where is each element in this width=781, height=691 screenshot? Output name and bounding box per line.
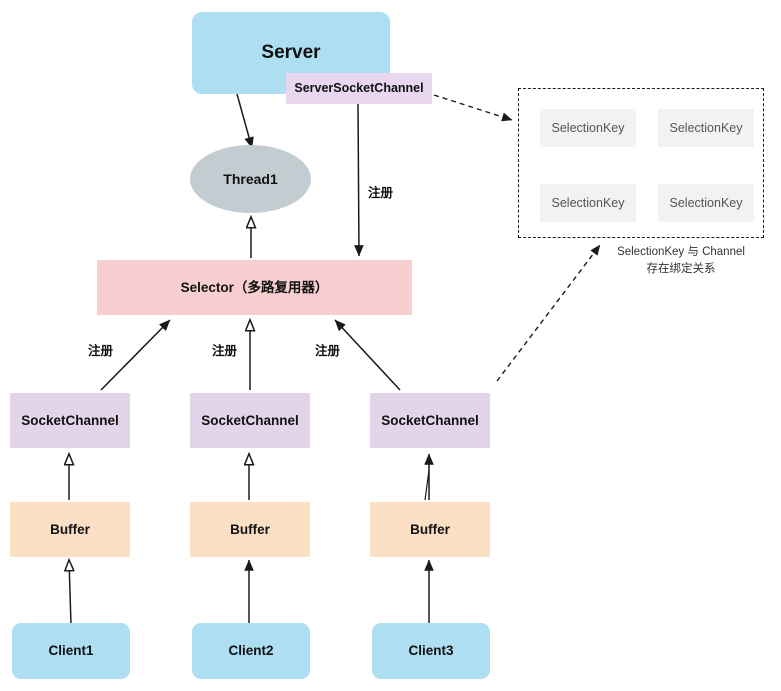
buffer-label-2: Buffer xyxy=(230,521,270,537)
selection-key-cell-4[interactable]: SelectionKey xyxy=(658,184,754,222)
selection-key-caption: SelectionKey 与 Channel 存在绑定关系 xyxy=(590,244,772,277)
buffer-node-2[interactable]: Buffer xyxy=(190,502,310,557)
selection-key-caption-line-2: 存在绑定关系 xyxy=(646,262,716,275)
buffer-label-1: Buffer xyxy=(50,521,90,537)
client-label-2: Client2 xyxy=(228,643,274,659)
edge-serversocketchannel-to-selectionkeys xyxy=(433,94,513,122)
client-label-1: Client1 xyxy=(48,643,94,659)
selection-key-group: SelectionKey SelectionKey SelectionKey S… xyxy=(518,88,764,238)
register-label-socket-channel-1: 注册 xyxy=(88,344,114,358)
selection-key-cell-2[interactable]: SelectionKey xyxy=(658,109,754,147)
edge-socketchannel-1-to-selector xyxy=(100,319,171,391)
edge-socketchannel-3-to-selector xyxy=(334,319,401,391)
socket-channel-label-3: SocketChannel xyxy=(381,412,479,428)
edge-socketchannel-3-to-selectionkeys xyxy=(496,244,601,382)
buffer-node-3[interactable]: Buffer xyxy=(370,502,490,557)
register-label-server-socket-channel: 注册 xyxy=(368,186,394,200)
thread1-label: Thread1 xyxy=(223,170,278,187)
client-node-1[interactable]: Client1 xyxy=(12,623,130,679)
socket-channel-node-3[interactable]: SocketChannel xyxy=(370,393,490,448)
selection-key-cell-1[interactable]: SelectionKey xyxy=(540,109,636,147)
edge-server-to-thread xyxy=(236,93,254,149)
server-label: Server xyxy=(261,42,321,63)
socket-channel-label-2: SocketChannel xyxy=(201,412,299,428)
buffer-node-1[interactable]: Buffer xyxy=(10,502,130,557)
client-label-3: Client3 xyxy=(408,643,454,659)
register-label-socket-channel-2: 注册 xyxy=(212,344,238,358)
edge-client-1-to-buffer-1 xyxy=(69,560,71,626)
selection-key-caption-line-1: SelectionKey 与 Channel xyxy=(617,246,745,258)
server-socket-channel-label: ServerSocketChannel xyxy=(294,81,424,96)
selection-key-cell-3[interactable]: SelectionKey xyxy=(540,184,636,222)
edge-serversocketchannel-to-selector xyxy=(354,103,364,257)
thread1-node[interactable]: Thread1 xyxy=(190,145,311,213)
selector-label: Selector（多路复用器） xyxy=(180,279,329,295)
client-node-3[interactable]: Client3 xyxy=(372,623,490,679)
selector-node[interactable]: Selector（多路复用器） xyxy=(97,260,412,315)
edge-buffer-3-to-socketchannel-3-second xyxy=(424,469,430,501)
client-node-2[interactable]: Client2 xyxy=(192,623,310,679)
socket-channel-node-1[interactable]: SocketChannel xyxy=(10,393,130,448)
socket-channel-label-1: SocketChannel xyxy=(21,412,119,428)
server-socket-channel-node[interactable]: ServerSocketChannel xyxy=(286,73,432,104)
socket-channel-node-2[interactable]: SocketChannel xyxy=(190,393,310,448)
buffer-label-3: Buffer xyxy=(410,521,450,537)
register-label-socket-channel-3: 注册 xyxy=(315,344,341,358)
